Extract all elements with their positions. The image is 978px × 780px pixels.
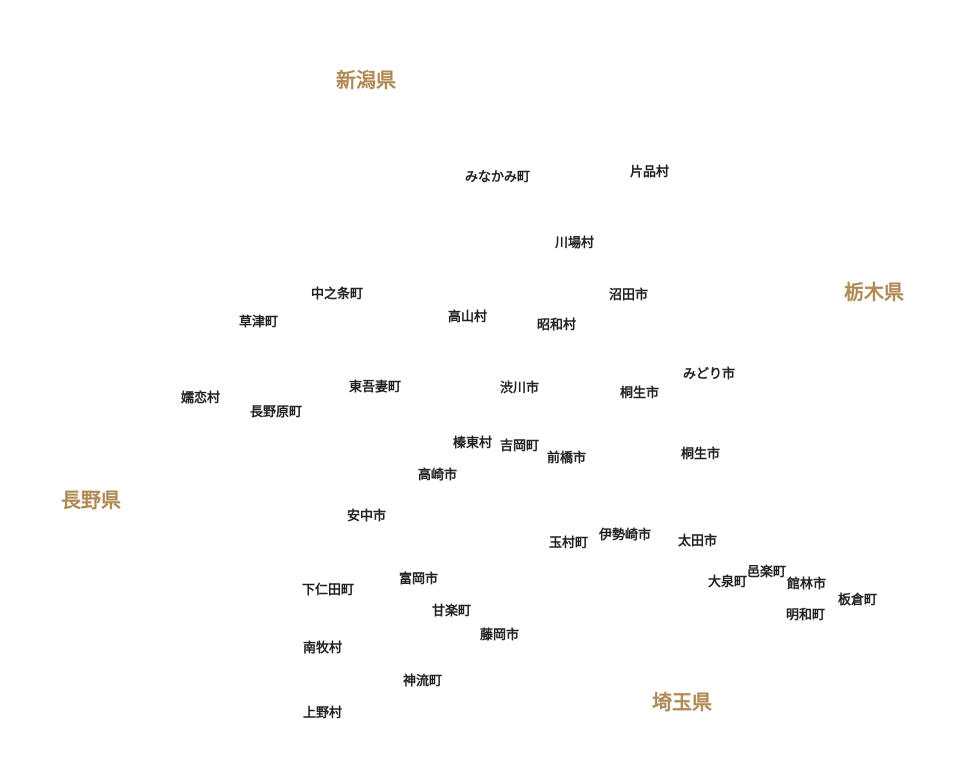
muni-maebashi[interactable]: 前橋市 bbox=[547, 451, 587, 466]
muni-annaka[interactable]: 安中市 bbox=[347, 509, 387, 524]
muni-isesaki[interactable]: 伊勢崎市 bbox=[599, 528, 652, 543]
muni-shibukawa[interactable]: 渋川市 bbox=[500, 381, 540, 396]
muni-nanmoku[interactable]: 南牧村 bbox=[303, 641, 343, 656]
muni-takayama[interactable]: 高山村 bbox=[448, 310, 488, 325]
muni-oizumi[interactable]: 大泉町 bbox=[708, 575, 748, 590]
muni-shinto[interactable]: 榛東村 bbox=[453, 436, 493, 451]
muni-tatebayashi[interactable]: 館林市 bbox=[787, 577, 827, 592]
muni-shimonita[interactable]: 下仁田町 bbox=[302, 583, 355, 598]
muni-yoshioka[interactable]: 吉岡町 bbox=[500, 439, 540, 454]
muni-oura[interactable]: 邑楽町 bbox=[747, 565, 787, 580]
pref-label-tochigi: 栃木県 bbox=[844, 280, 904, 304]
muni-minakami[interactable]: みなかみ町 bbox=[465, 170, 531, 185]
muni-higashiagatsuma[interactable]: 東吾妻町 bbox=[349, 380, 402, 395]
pref-label-saitama: 埼玉県 bbox=[652, 690, 712, 714]
muni-tomioka[interactable]: 富岡市 bbox=[399, 572, 439, 587]
muni-showa[interactable]: 昭和村 bbox=[537, 318, 577, 333]
muni-itakura[interactable]: 板倉町 bbox=[838, 593, 878, 608]
muni-kanna[interactable]: 神流町 bbox=[403, 674, 443, 689]
muni-katashina[interactable]: 片品村 bbox=[630, 165, 670, 180]
muni-fujioka[interactable]: 藤岡市 bbox=[480, 628, 520, 643]
muni-naganohara[interactable]: 長野原町 bbox=[250, 405, 303, 420]
pref-label-niigata: 新潟県 bbox=[336, 68, 396, 92]
muni-ueno[interactable]: 上野村 bbox=[303, 706, 343, 721]
muni-tamamura[interactable]: 玉村町 bbox=[549, 536, 589, 551]
muni-ota[interactable]: 太田市 bbox=[678, 534, 718, 549]
muni-tsumagoi[interactable]: 嬬恋村 bbox=[181, 391, 221, 406]
muni-takasaki[interactable]: 高崎市 bbox=[418, 468, 458, 483]
muni-kanra[interactable]: 甘楽町 bbox=[432, 604, 472, 619]
muni-nakanojo[interactable]: 中之条町 bbox=[311, 287, 364, 302]
muni-numata[interactable]: 沼田市 bbox=[609, 288, 649, 303]
muni-kiryu-south[interactable]: 桐生市 bbox=[681, 447, 721, 462]
pref-label-nagano: 長野県 bbox=[61, 488, 121, 512]
muni-midori[interactable]: みどり市 bbox=[683, 367, 736, 382]
muni-kawaba[interactable]: 川場村 bbox=[555, 236, 595, 251]
muni-kiryu-north[interactable]: 桐生市 bbox=[620, 386, 660, 401]
muni-kusatsu[interactable]: 草津町 bbox=[239, 315, 279, 330]
muni-meiwa[interactable]: 明和町 bbox=[786, 608, 826, 623]
